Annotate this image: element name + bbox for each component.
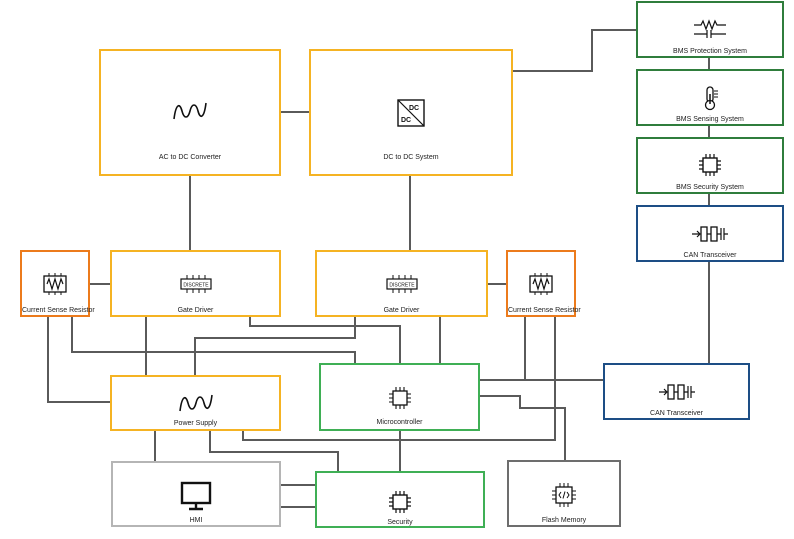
wire (249, 316, 401, 364)
current-sense-resistor-block-left[interactable]: Current Sense Resistor (20, 250, 95, 317)
thermometer-icon (704, 86, 718, 111)
block-label: CAN Transceiver (650, 410, 703, 417)
wire (47, 316, 111, 403)
block-label: BMS Sensing System (676, 116, 744, 123)
discrete-text: DISCRETE (389, 282, 415, 288)
chip-icon (699, 154, 721, 176)
block-label: DC to DC System (383, 154, 439, 161)
block-label: CAN Transceiver (683, 252, 737, 259)
dc-top-text: DC (409, 105, 419, 112)
current-sense-resistor-block-right[interactable]: Current Sense Resistor (506, 250, 581, 317)
block-label: BMS Protection System (673, 48, 747, 55)
power-supply-block[interactable]: Power Supply (110, 375, 281, 431)
gate-driver-block-left[interactable]: DISCRETE Gate Driver (110, 250, 281, 317)
sine-wave-icon (173, 102, 207, 120)
block-label: Flash Memory (541, 517, 587, 524)
wire (479, 395, 566, 461)
dc-dc-converter-icon: DC DC (397, 99, 425, 127)
gate-driver-block-right[interactable]: DISCRETE Gate Driver (315, 250, 488, 317)
transceiver-icon (658, 384, 695, 400)
discrete-text: DISCRETE (183, 282, 209, 288)
code-chip-icon (552, 483, 576, 507)
discrete-ic-icon: DISCRETE (385, 275, 418, 293)
resistor-box-icon (43, 273, 67, 295)
wire (209, 430, 339, 472)
transceiver-icon (692, 226, 728, 242)
block-label: Microcontroller (376, 419, 423, 426)
flash-memory-block[interactable]: Flash Memory (507, 460, 621, 527)
microcontroller-block[interactable]: Microcontroller (319, 363, 480, 431)
ac-dc-converter-block[interactable]: AC to DC Converter (99, 49, 281, 176)
bms-security-system-block[interactable]: BMS Security System (636, 137, 784, 194)
resistor-box-icon (529, 273, 553, 295)
block-label: Power Supply (173, 420, 218, 427)
wire (71, 316, 356, 364)
chip-icon (389, 491, 411, 513)
bms-protection-system-block[interactable]: BMS Protection System (636, 1, 784, 58)
wire (194, 316, 356, 376)
resistor-capacitor-icon (694, 19, 726, 38)
hmi-block[interactable]: HMI (111, 461, 281, 527)
block-label: Security (387, 519, 413, 526)
chip-icon (388, 387, 411, 409)
block-label: Gate Driver (177, 307, 214, 314)
security-block[interactable]: Security (315, 471, 485, 528)
dc-bottom-text: DC (401, 117, 411, 124)
wire (512, 29, 637, 72)
discrete-ic-icon: DISCRETE (179, 275, 212, 293)
wire (479, 316, 526, 381)
can-transceiver-block-top[interactable]: CAN Transceiver (636, 205, 784, 262)
block-label: HMI (189, 517, 203, 524)
block-label: Current Sense Resistor (508, 307, 581, 314)
dc-dc-system-block[interactable]: DC DC DC to DC System (309, 49, 513, 176)
can-transceiver-block-right[interactable]: CAN Transceiver (603, 363, 750, 420)
block-label: BMS Security System (676, 184, 744, 191)
monitor-icon (180, 481, 212, 511)
block-label: Gate Driver (383, 307, 420, 314)
block-label: AC to DC Converter (158, 154, 222, 161)
block-label: Current Sense Resistor (22, 307, 95, 314)
bms-sensing-system-block[interactable]: BMS Sensing System (636, 69, 784, 126)
sine-wave-icon (178, 394, 213, 412)
